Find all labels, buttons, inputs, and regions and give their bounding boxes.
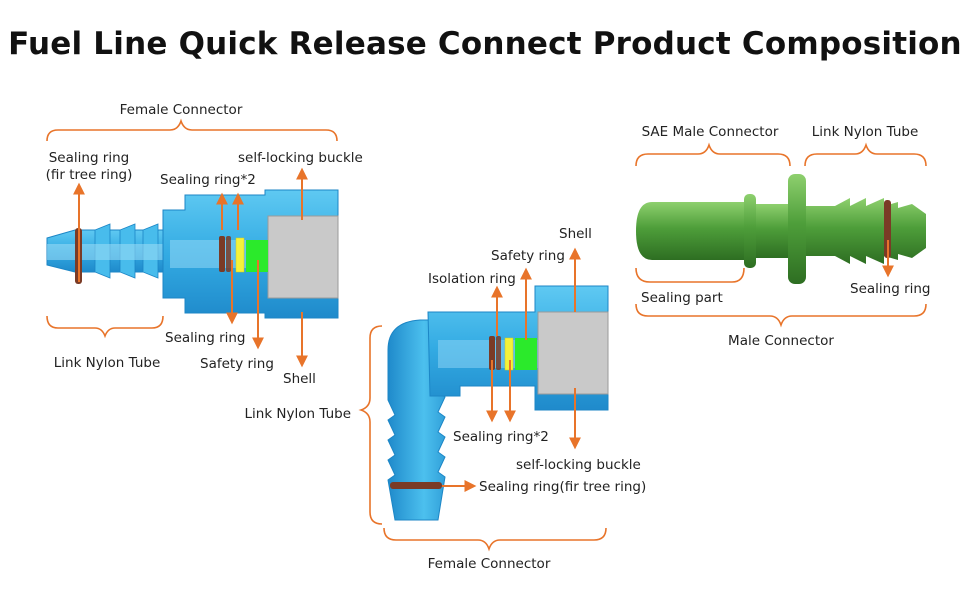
male-connector (636, 174, 926, 284)
male-bracket-sealing-part (635, 267, 745, 283)
label-elbow-female-connector: Female Connector (427, 556, 551, 572)
left-shell (267, 215, 339, 299)
elbow-safety-ring (515, 338, 537, 370)
male-sealing-ring (884, 200, 891, 258)
male-bracket-sae (635, 142, 791, 167)
label-left-sealing-ring-x2: Sealing ring*2 (160, 172, 256, 188)
label-left-shell: Shell (283, 371, 316, 387)
left-bracket-bottom (46, 315, 164, 339)
label-elbow-shell: Shell (559, 226, 592, 242)
male-bracket-nylon (804, 142, 927, 167)
label-left-female-connector: Female Connector (119, 102, 243, 118)
elbow-shell (537, 311, 609, 395)
left-isolation-ring (235, 237, 245, 273)
left-bracket-top (46, 118, 338, 142)
male-barb (806, 198, 926, 264)
elbow-sealing-ring-2 (496, 336, 501, 370)
label-male-link-nylon-tube: Link Nylon Tube (811, 124, 919, 140)
left-sealing-ring-2 (226, 236, 231, 272)
label-left-sealing-ring-fir: Sealing ring (fir tree ring) (45, 150, 133, 183)
label-left-sealing-ring: Sealing ring (165, 330, 246, 346)
page-title: Fuel Line Quick Release Connect Product … (8, 26, 962, 62)
left-safety-ring (246, 240, 268, 272)
label-elbow-self-locking-buckle: self-locking buckle (516, 457, 641, 473)
label-sae-male-connector: SAE Male Connector (641, 124, 779, 140)
label-elbow-sealing-ring-fir: Sealing ring(fir tree ring) (479, 479, 647, 495)
elbow-bracket-bottom (383, 527, 607, 552)
label-male-connector: Male Connector (728, 333, 834, 349)
male-sealing-part (636, 202, 748, 260)
male-collar-small (744, 194, 756, 268)
left-sealing-ring-1 (219, 236, 225, 272)
label-elbow-isolation-ring: Isolation ring (428, 271, 516, 287)
label-left-safety-ring: Safety ring (200, 356, 274, 372)
label-left-link-nylon-tube: Link Nylon Tube (53, 355, 161, 371)
label-male-sealing-ring: Sealing ring (850, 281, 931, 297)
elbow-sealing-ring-1 (489, 336, 495, 370)
label-elbow-sealing-ring-x2: Sealing ring*2 (453, 429, 549, 445)
elbow-bracket-left (358, 325, 383, 525)
elbow-female-connector (387, 285, 609, 521)
male-flange (788, 174, 806, 284)
male-bracket-bottom (635, 303, 927, 328)
label-elbow-link-nylon-tube: Link Nylon Tube (244, 406, 351, 422)
label-sealing-part: Sealing part (641, 290, 723, 306)
label-left-self-locking-buckle: self-locking buckle (238, 150, 363, 166)
left-female-connector (46, 189, 339, 319)
elbow-sealing-ring-fir (390, 482, 442, 489)
label-elbow-safety-ring: Safety ring (491, 248, 565, 264)
